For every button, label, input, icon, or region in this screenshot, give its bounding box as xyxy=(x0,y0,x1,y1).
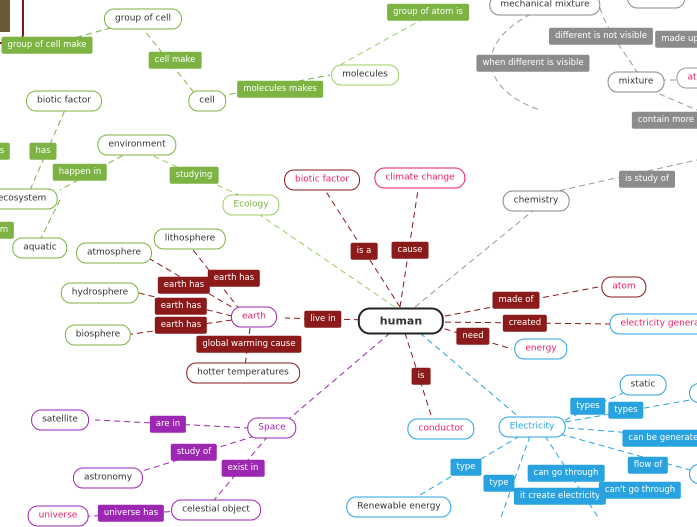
node-atmosphere[interactable]: atmosphere xyxy=(76,242,152,264)
label-are-in: are in xyxy=(149,415,187,433)
label-type-1: type xyxy=(450,458,482,476)
label-cant-go-through: can't go through xyxy=(598,481,682,499)
node-environment[interactable]: environment xyxy=(97,134,177,156)
node-earth[interactable]: earth xyxy=(231,306,277,328)
node-conductor[interactable]: conductor xyxy=(407,418,475,440)
node-cell[interactable]: cell xyxy=(188,90,226,112)
label-cause: cause xyxy=(391,241,429,259)
label-types-1: types xyxy=(570,397,606,415)
central-node-human[interactable]: human xyxy=(357,307,445,335)
node-atom[interactable]: atom xyxy=(601,276,647,298)
label-global-warming-cause: global warming cause xyxy=(196,335,302,353)
label-contain-more: contain more t xyxy=(631,111,697,129)
label-earth-has-3: earth has xyxy=(154,297,208,315)
label-need: need xyxy=(456,327,490,345)
node-mechanical-mixture[interactable]: mechanical mixture xyxy=(489,0,601,16)
label-group-of-cell-make: group of cell make xyxy=(1,36,93,54)
node-molecules[interactable]: molecules xyxy=(331,64,399,86)
label-types-2: types xyxy=(608,401,644,419)
label-study-of: study of xyxy=(170,443,218,461)
label-happen-in: happen in xyxy=(52,163,108,181)
label-live-in: live in xyxy=(304,310,342,328)
node-chemistry[interactable]: chemistry xyxy=(502,190,570,212)
node-lithosphere[interactable]: lithosphere xyxy=(153,228,227,250)
label-different-not-visible: different is not visible xyxy=(548,27,654,45)
label-it-create-electricity: it create electricity xyxy=(513,487,607,505)
node-solution[interactable]: solution xyxy=(627,0,685,9)
label-exist-in: exist in xyxy=(221,459,265,477)
label-created: created xyxy=(502,314,548,332)
label-is-a: is a xyxy=(350,242,378,260)
node-ecosystem[interactable]: ecosystem xyxy=(0,188,58,210)
node-satellite[interactable]: satellite xyxy=(31,409,89,431)
label-is: is xyxy=(411,367,431,385)
node-universe[interactable]: universe xyxy=(27,505,89,527)
node-renewable-energy[interactable]: Renewable energy xyxy=(346,496,452,518)
label-made-of: made of xyxy=(492,291,540,309)
label-earth-has-1: earth has xyxy=(207,269,261,287)
label-earth-has-2: earth has xyxy=(157,276,211,294)
node-electricity[interactable]: Electricity xyxy=(498,416,566,438)
node-static[interactable]: static xyxy=(619,374,667,396)
node-celestial-object[interactable]: celestial object xyxy=(171,499,261,521)
label-made-up: made up xyxy=(655,30,697,48)
label-universe-has: universe has xyxy=(97,504,165,522)
label-flow-of: flow of xyxy=(627,456,669,474)
label-type-2: type xyxy=(483,474,515,492)
label-can-go-through: can go through xyxy=(527,464,605,482)
node-group-of-cell[interactable]: group of cell xyxy=(103,8,183,30)
label-is-study-of: is study of xyxy=(619,170,675,188)
node-climate-change[interactable]: climate change xyxy=(374,167,466,189)
label-partial-m: m xyxy=(0,221,15,239)
label-molecules-makes: molecules makes xyxy=(237,80,323,98)
label-can-be-generated: can be generated xyxy=(622,429,697,447)
node-hydrosphere[interactable]: hydrosphere xyxy=(60,282,140,304)
node-mixture[interactable]: mixture xyxy=(607,71,665,93)
node-biosphere[interactable]: biosphere xyxy=(64,324,132,346)
node-aquatic[interactable]: aquatic xyxy=(12,237,68,259)
node-ecology[interactable]: Ecology xyxy=(222,194,280,216)
node-atom-partial[interactable]: at xyxy=(676,67,697,89)
node-energy[interactable]: energy xyxy=(514,338,568,360)
label-studying: studying xyxy=(169,166,219,184)
label-when-different-visible: when different is visible xyxy=(476,54,590,72)
label-has: has xyxy=(29,142,57,160)
node-biotic-factor-top[interactable]: biotic factor xyxy=(26,90,102,112)
logo-thumbnail xyxy=(0,0,24,44)
label-group-of-atom-is: group of atom is xyxy=(387,3,469,21)
label-earth-has-4: earth has xyxy=(154,316,208,334)
label-cell-make: cell make xyxy=(148,51,202,69)
node-space[interactable]: Space xyxy=(247,417,297,439)
node-astronomy[interactable]: astronomy xyxy=(72,467,144,489)
node-electricity-generation[interactable]: electricity genera xyxy=(609,313,697,335)
label-partial-s: s xyxy=(0,142,11,160)
node-hotter-temperatures[interactable]: hotter temperatures xyxy=(186,362,300,384)
node-biotic-factor[interactable]: biotic factor xyxy=(284,169,360,191)
